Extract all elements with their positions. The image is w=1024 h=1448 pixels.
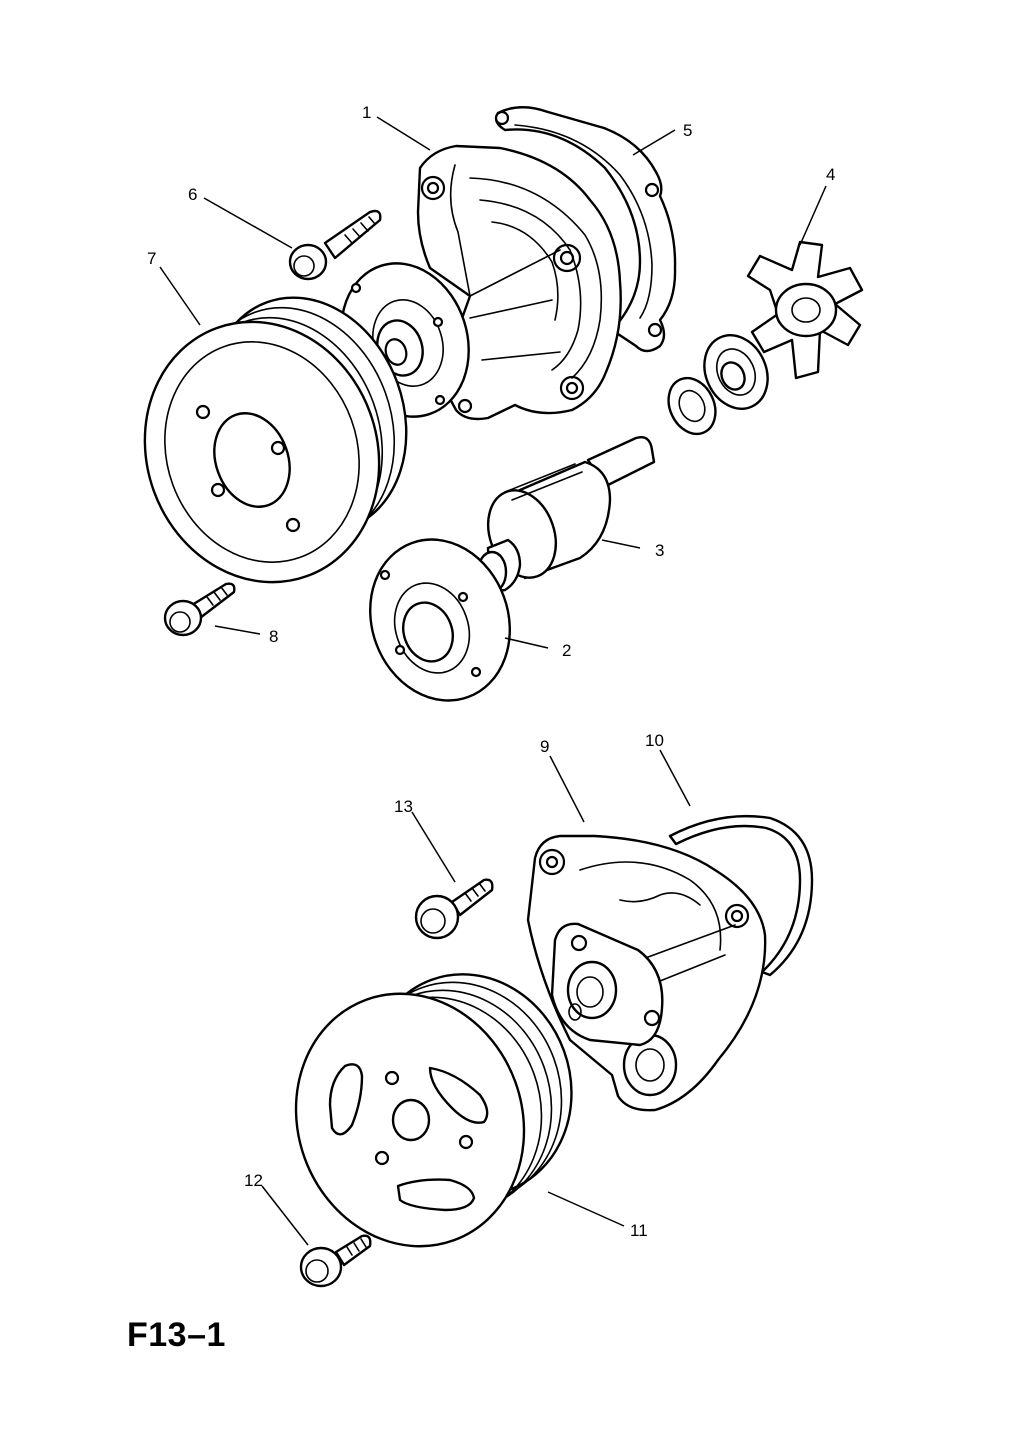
leader-lines <box>159 116 827 1246</box>
callout-labels: 1 2 3 4 5 6 7 8 9 10 11 12 13 <box>147 103 835 1240</box>
callout-10: 10 <box>645 731 664 750</box>
figure-code: F13–1 <box>127 1316 226 1354</box>
part-7-pulley <box>143 296 408 584</box>
callout-3: 3 <box>655 541 664 560</box>
part-seal-assembly <box>667 334 769 436</box>
callout-12: 12 <box>244 1171 263 1190</box>
part-12-bolt <box>299 1234 372 1288</box>
part-8-bolt <box>163 582 236 637</box>
part-5-gasket <box>494 106 677 353</box>
callout-13: 13 <box>394 797 413 816</box>
callout-1: 1 <box>362 103 371 122</box>
callout-5: 5 <box>683 121 692 140</box>
callout-9: 9 <box>540 737 549 756</box>
part-9-pump-housing <box>526 834 767 1112</box>
part-10-seal-ring <box>668 814 814 977</box>
part-4-impeller <box>746 240 864 380</box>
part-13-bolt <box>414 878 494 940</box>
callout-4: 4 <box>826 165 835 184</box>
part-3-shaft-bearing <box>476 436 656 594</box>
callout-6: 6 <box>188 185 197 204</box>
callout-11: 11 <box>630 1221 648 1240</box>
part-11-pulley <box>294 973 573 1248</box>
part-6-bolt <box>288 209 382 281</box>
callout-8: 8 <box>269 627 278 646</box>
callout-2: 2 <box>562 641 571 660</box>
part-2-flange <box>369 538 511 702</box>
callout-7: 7 <box>147 249 156 268</box>
